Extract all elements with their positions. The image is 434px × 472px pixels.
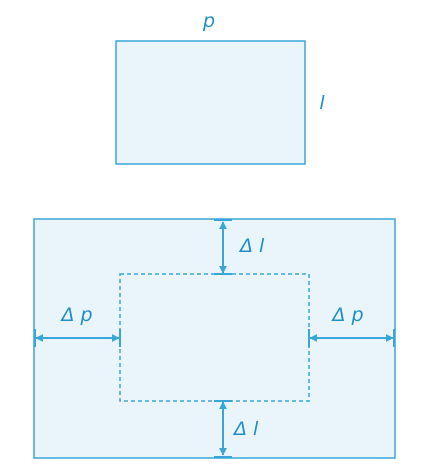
- height-label-l: l: [319, 92, 325, 114]
- original-rectangle: [115, 40, 306, 165]
- bottom-delta-l-label: Δ l: [232, 418, 259, 440]
- top-delta-l-label: Δ l: [238, 235, 265, 257]
- left-delta-p-label: Δ p: [59, 304, 92, 326]
- right-delta-p-label: Δ p: [330, 304, 363, 326]
- width-label-p: p: [202, 10, 215, 32]
